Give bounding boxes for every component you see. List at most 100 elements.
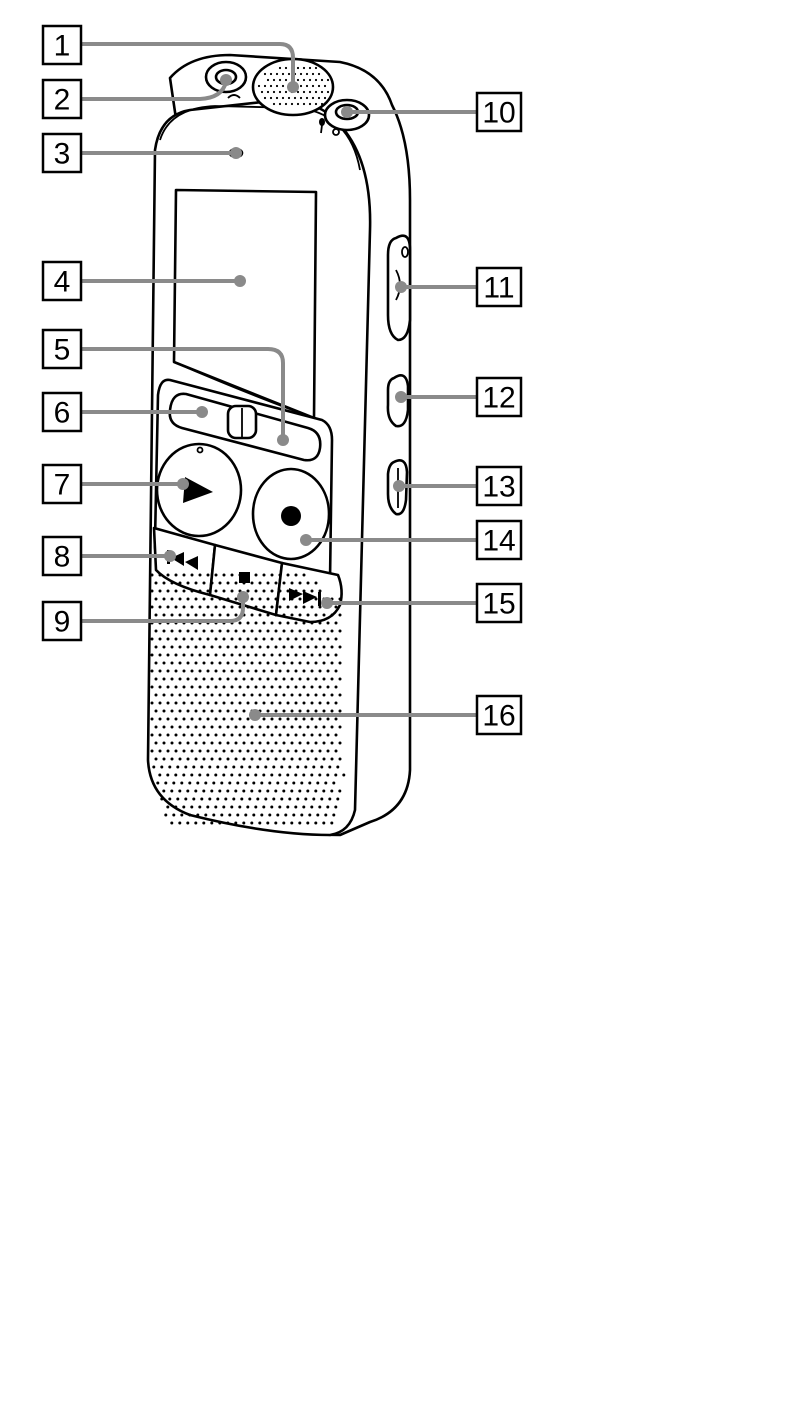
grille-dot (187, 646, 190, 649)
grille-dot (199, 638, 202, 641)
callout-3: 3 (43, 134, 81, 172)
grille-dot (179, 710, 182, 713)
grille-dot (179, 726, 182, 729)
leader-dot-2 (220, 74, 232, 86)
grille-dot (299, 694, 302, 697)
grille-dot (260, 782, 263, 785)
grille-dot (191, 654, 194, 657)
play-button[interactable] (157, 444, 241, 536)
grille-dot (267, 678, 270, 681)
grille-dot (323, 630, 326, 633)
grille-dot (239, 718, 242, 721)
grille-dot (219, 742, 222, 745)
grille-dot (315, 694, 318, 697)
grille-dot (334, 806, 337, 809)
callout-6-label: 6 (54, 397, 71, 430)
callout-8-label: 8 (54, 541, 71, 574)
grille-dot (172, 814, 175, 817)
grille-dot (335, 670, 338, 673)
grille-dot (298, 790, 301, 793)
grille-dot (207, 606, 210, 609)
callout-11-label: 11 (483, 272, 514, 305)
grille-dot (308, 814, 311, 817)
grille-dot (278, 806, 281, 809)
grille-dot (247, 654, 250, 657)
grille-dot (228, 782, 231, 785)
grille-dot (174, 806, 177, 809)
grille-dot (239, 622, 242, 625)
grille-dot (291, 598, 294, 601)
grille-dot (311, 734, 314, 737)
grille-dot (295, 718, 298, 721)
grille-dot (207, 734, 210, 737)
grille-dot (318, 806, 321, 809)
grille-dot (203, 742, 206, 745)
grille-dot (287, 606, 290, 609)
grille-dot (296, 798, 299, 801)
grille-dot (215, 686, 218, 689)
grille-dot (271, 750, 274, 753)
grille-dot (159, 606, 162, 609)
grille-dot (310, 806, 313, 809)
grille-dot (287, 622, 290, 625)
grille-dot (219, 646, 222, 649)
grille-dot (159, 670, 162, 673)
grille-dot (271, 686, 274, 689)
grille-dot (307, 646, 310, 649)
record-button[interactable] (253, 469, 329, 559)
grille-dot (207, 638, 210, 641)
grille-dot (330, 822, 333, 825)
grille-dot (164, 814, 167, 817)
callout-14: 14 (477, 521, 521, 559)
grille-dot (240, 766, 243, 769)
leader-dot-1 (287, 81, 299, 93)
leader-dot-12 (395, 391, 407, 403)
grille-dot (155, 678, 158, 681)
grille-dot (272, 766, 275, 769)
grille-dot (252, 782, 255, 785)
grille-dot (191, 702, 194, 705)
grille-dot (327, 734, 330, 737)
grille-dot (155, 630, 158, 633)
grille-dot (162, 790, 165, 793)
grille-dot (267, 630, 270, 633)
grille-dot (247, 670, 250, 673)
grille-dot (271, 734, 274, 737)
grille-dot (263, 638, 266, 641)
grille-dot (204, 814, 207, 817)
grille-dot (259, 662, 262, 665)
grille-dot (330, 790, 333, 793)
grille-dot (283, 598, 286, 601)
grille-dot (227, 726, 230, 729)
grille-dot (195, 598, 198, 601)
grille-dot (291, 614, 294, 617)
grille-dot (320, 798, 323, 801)
grille-dot (271, 574, 274, 577)
grille-dot (151, 574, 154, 577)
grille-dot (311, 686, 314, 689)
grille-dot (299, 662, 302, 665)
grille-dot (275, 614, 278, 617)
grille-dot (335, 686, 338, 689)
grille-dot (195, 742, 198, 745)
grille-dot (167, 718, 170, 721)
grille-dot (314, 822, 317, 825)
grille-dot (298, 822, 301, 825)
callout-2: 2 (43, 80, 81, 118)
grille-dot (299, 710, 302, 713)
grille-dot (223, 686, 226, 689)
grille-dot (168, 798, 171, 801)
grille-dot (295, 686, 298, 689)
grille-dot (210, 790, 213, 793)
grille-dot (259, 598, 262, 601)
grille-dot (218, 790, 221, 793)
grille-dot (311, 622, 314, 625)
grille-dot (291, 742, 294, 745)
grille-dot (187, 582, 190, 585)
leader-dot-4 (234, 275, 246, 287)
grille-dot (306, 790, 309, 793)
grille-dot (323, 726, 326, 729)
grille-dot (159, 590, 162, 593)
grille-dot (218, 822, 221, 825)
